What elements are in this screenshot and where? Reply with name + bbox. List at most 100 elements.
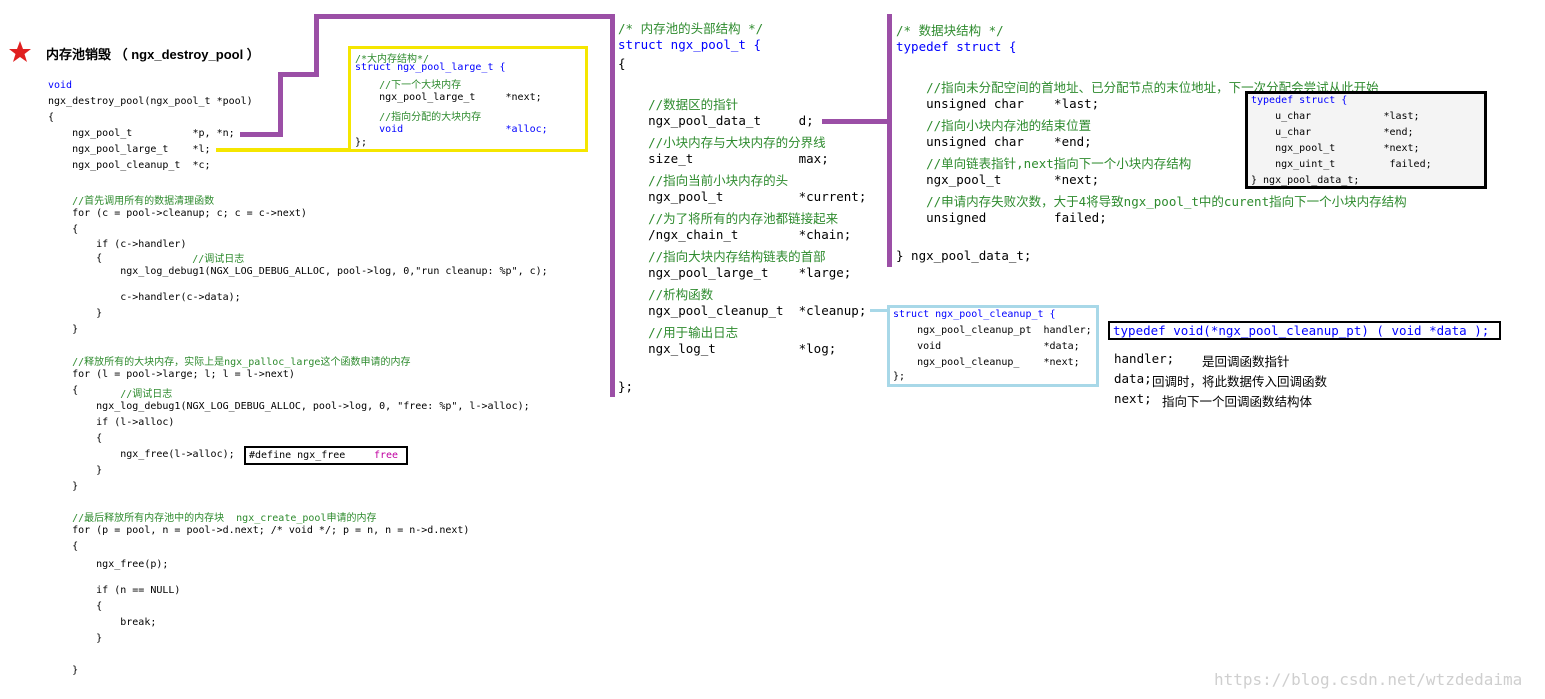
- star-icon: [9, 41, 31, 62]
- code-line: for (c = pool->cleanup; c; c = c->next): [48, 208, 307, 219]
- connector-p-n: [240, 132, 283, 137]
- code-line: {: [48, 112, 55, 123]
- note-key: next;: [1114, 391, 1152, 406]
- code-line: ngx_log_debug1(NGX_LOG_DEBUG_ALLOC, pool…: [48, 266, 548, 277]
- pool-struct-bracket: [610, 14, 615, 397]
- code-line: struct ngx_pool_t {: [618, 37, 761, 52]
- code-line: struct ngx_pool_cleanup_t {: [893, 309, 1056, 320]
- code-line: void: [48, 80, 73, 91]
- code-line: }: [48, 324, 79, 335]
- connector-step: [278, 72, 319, 77]
- code-comment: //调试日志: [120, 254, 245, 265]
- code-line: {: [48, 253, 103, 264]
- note-desc: 回调时，将此数据传入回调函数: [1152, 375, 1328, 389]
- code-comment: //指向当前小块内存的头: [618, 173, 789, 188]
- code-line: size_t max;: [618, 151, 829, 166]
- connector-vertical: [314, 14, 319, 74]
- connector-step-vertical: [278, 72, 283, 136]
- code-line: ngx_pool_large_t *next;: [355, 92, 542, 103]
- code-line: } ngx_pool_data_t;: [896, 248, 1032, 263]
- code-line: ngx_pool_large_t *large;: [618, 265, 852, 280]
- code-comment: //指向大块内存结构链表的首部: [618, 249, 826, 264]
- code-line: struct ngx_pool_large_t {: [355, 62, 506, 73]
- code-comment: //指向分配的大块内存: [355, 112, 482, 123]
- define-keyword: free: [374, 450, 399, 461]
- code-line: unsigned char *end;: [896, 134, 1092, 149]
- code-comment: //指向小块内存池的结束位置: [896, 118, 1092, 133]
- code-line: ngx_free(p);: [48, 559, 169, 570]
- define-text: #define ngx_free: [249, 450, 364, 461]
- code-line: {: [48, 541, 79, 552]
- code-comment: //申请内存失败次数，大于4将导致ngx_pool_t中的curent指向下一个…: [896, 194, 1407, 209]
- code-line: ngx_pool_cleanup_ *next;: [893, 357, 1080, 368]
- code-line: };: [893, 371, 906, 382]
- connector-large: [216, 148, 351, 152]
- code-line: typedef void(*ngx_pool_cleanup_pt) ( voi…: [1113, 323, 1490, 338]
- code-line: for (p = pool, n = pool->d.next; /* void…: [48, 525, 470, 536]
- code-line: c->handler(c->data);: [48, 292, 241, 303]
- code-comment: //数据区的指针: [618, 97, 739, 112]
- code-line: ngx_log_t *log;: [618, 341, 837, 356]
- data-struct-bracket: [887, 14, 892, 267]
- code-line: ngx_pool_t *next;: [1251, 143, 1420, 154]
- large-struct-box: /*大内存结构*/ struct ngx_pool_large_t { //下一…: [348, 46, 588, 152]
- code-line: };: [618, 379, 634, 394]
- code-line: break;: [48, 617, 157, 628]
- code-comment: //下一个大块内存: [355, 80, 462, 91]
- code-line: if (l->alloc): [48, 417, 175, 428]
- code-comment: /* 数据块结构 */: [896, 23, 1004, 38]
- code-line: ngx_pool_t *next;: [896, 172, 1100, 187]
- code-line: }: [48, 308, 103, 319]
- code-line: {: [48, 433, 103, 444]
- code-line: u_char *end;: [1251, 127, 1414, 138]
- code-line: ngx_uint_t failed;: [1251, 159, 1432, 170]
- code-comment: //用于输出日志: [618, 325, 739, 340]
- code-line: ngx_pool_t *current;: [618, 189, 867, 204]
- code-comment: //调试日志: [48, 389, 173, 400]
- connector-data: [822, 119, 890, 124]
- code-line: };: [355, 137, 368, 148]
- code-line: }: [48, 665, 79, 676]
- data-struct-box: typedef struct { u_char *last; u_char *e…: [1245, 91, 1487, 189]
- code-comment: //小块内存与大块内存的分界线: [618, 135, 826, 150]
- code-line: typedef struct {: [896, 39, 1017, 54]
- code-line: unsigned failed;: [896, 210, 1107, 225]
- code-comment: /* 内存池的头部结构 */: [618, 21, 764, 36]
- code-line: ngx_pool_cleanup_pt handler;: [893, 325, 1092, 336]
- code-line: }: [48, 465, 103, 476]
- code-comment: //为了将所有的内存池都链接起来: [618, 211, 839, 226]
- note-desc: 是回调函数指针: [1202, 355, 1290, 369]
- note-desc: 指向下一个回调函数结构体: [1162, 395, 1313, 409]
- code-line: if (n == NULL): [48, 585, 181, 596]
- code-line: unsigned char *last;: [896, 96, 1100, 111]
- typedef-cleanup-box: typedef void(*ngx_pool_cleanup_pt) ( voi…: [1108, 321, 1501, 340]
- code-line: } ngx_pool_data_t;: [1251, 175, 1360, 186]
- code-line: ngx_log_debug1(NGX_LOG_DEBUG_ALLOC, pool…: [48, 401, 530, 412]
- code-line: {: [48, 224, 79, 235]
- code-line: ngx_destroy_pool(ngx_pool_t *pool): [48, 96, 253, 107]
- code-line: }: [48, 481, 79, 492]
- watermark: https://blog.csdn.net/wtzdedaima: [1214, 670, 1523, 689]
- code-line: for (l = pool->large; l; l = l->next): [48, 369, 295, 380]
- cleanup-struct-box: struct ngx_pool_cleanup_t { ngx_pool_cle…: [887, 305, 1099, 387]
- code-line: {: [48, 601, 103, 612]
- code-comment: //释放所有的大块内存，实际上是ngx_palloc_large这个函数申请的内…: [48, 357, 411, 368]
- code-line: {: [618, 56, 626, 71]
- code-line: u_char *last;: [1251, 111, 1420, 122]
- connector-cleanup: [870, 309, 890, 312]
- code-line: void *data;: [893, 341, 1080, 352]
- code-line: typedef struct {: [1251, 95, 1348, 106]
- code-line: ngx_pool_cleanup_t *cleanup;: [618, 303, 867, 318]
- code-comment: //单向链表指针,next指向下一个小块内存结构: [896, 156, 1192, 171]
- connector-top: [314, 14, 614, 19]
- note-key: data;: [1114, 371, 1152, 386]
- code-line: }: [48, 633, 103, 644]
- page-title: 内存池销毁 （ ngx_destroy_pool ）: [46, 47, 260, 62]
- code-comment: //析构函数: [618, 287, 714, 302]
- code-line: {: [48, 385, 79, 396]
- code-line: if (c->handler): [48, 239, 187, 250]
- code-line: /ngx_chain_t *chain;: [618, 227, 852, 242]
- code-line: ngx_pool_large_t *l;: [48, 144, 211, 155]
- code-comment: //首先调用所有的数据清理函数: [48, 196, 215, 207]
- note-key: handler;: [1114, 351, 1175, 366]
